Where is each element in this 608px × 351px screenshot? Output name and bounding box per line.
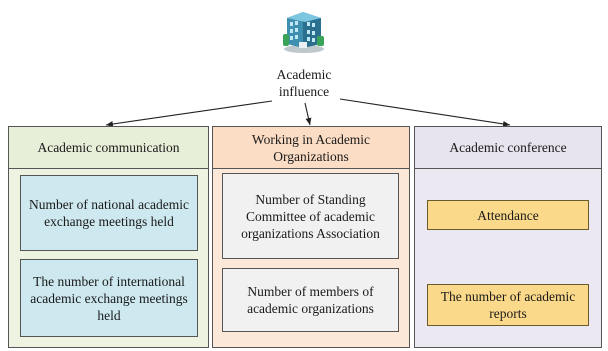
node-international-meetings: The number of international academic exc…	[20, 259, 198, 337]
column-header: Academic communication	[9, 127, 208, 169]
node-members: Number of members of academic organizati…	[222, 268, 399, 332]
node-academic-reports: The number of academic reports	[427, 284, 589, 326]
node-national-meetings: Number of national academic exchange mee…	[20, 175, 198, 251]
column-header: Working in Academic Organizations	[213, 127, 409, 169]
building-icon	[281, 4, 327, 54]
arrow-to-working-in-academic-organizations	[304, 102, 312, 126]
root-label-line-1: Academic	[276, 67, 332, 82]
arrow-to-academic-conference	[339, 98, 511, 127]
root-node-label: Academic influence	[244, 66, 364, 100]
root-label-line-2: influence	[278, 84, 330, 99]
node-attendance: Attendance	[427, 200, 589, 230]
column-header: Academic conference	[415, 127, 601, 169]
arrow-to-academic-communication	[105, 100, 273, 127]
node-standing-committee: Number of Standing Committee of academic…	[222, 173, 399, 259]
